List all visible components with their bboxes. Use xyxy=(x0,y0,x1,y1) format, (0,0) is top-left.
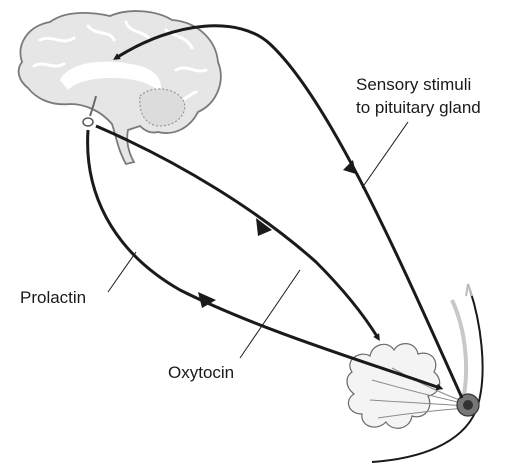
sensory-leader-line xyxy=(362,122,408,188)
prolactin-leader-line xyxy=(108,252,136,292)
oxytocin-label: Oxytocin xyxy=(168,362,234,384)
breast xyxy=(347,284,483,462)
pituitary-gland xyxy=(83,118,93,126)
chest-wall xyxy=(466,284,472,296)
sensory-stimuli-label-line2: to pituitary gland xyxy=(356,97,481,119)
prolactin-label: Prolactin xyxy=(20,287,86,309)
nipple xyxy=(463,400,473,410)
oxytocin-pathway-arrow xyxy=(96,126,378,338)
sensory-stimuli-label-line1: Sensory stimuli xyxy=(356,74,471,96)
oxytocin-leader-line xyxy=(240,270,300,358)
brain-outline xyxy=(19,11,221,164)
brain xyxy=(19,11,221,164)
